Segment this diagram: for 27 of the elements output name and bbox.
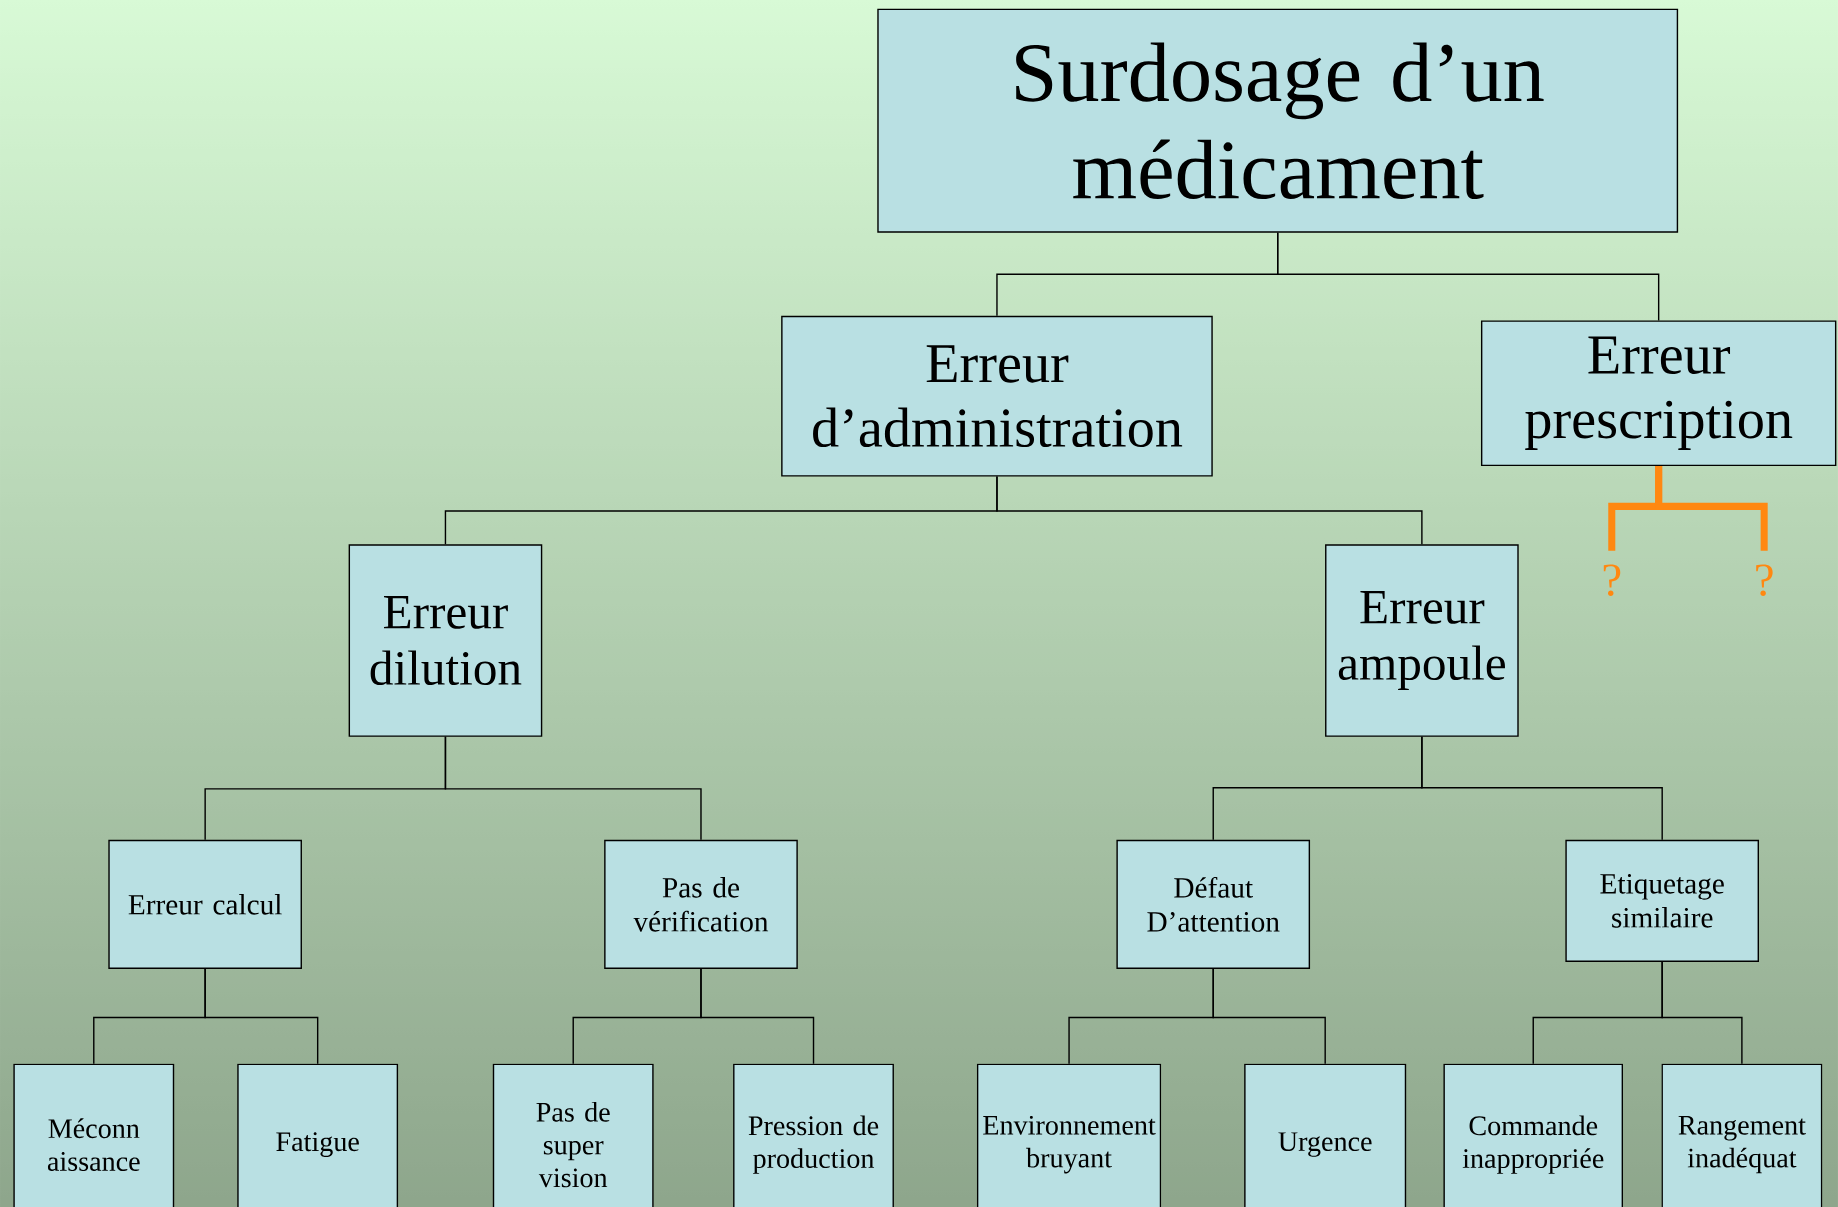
cause-box: Défaut D’attention bbox=[1116, 839, 1311, 969]
cause-box: Fatigue bbox=[237, 1063, 399, 1207]
cause-box: Méconn aissance bbox=[13, 1063, 175, 1207]
cause-box: Rangement inadéquat bbox=[1661, 1063, 1823, 1207]
question-mark: ? bbox=[1756, 564, 1773, 596]
cause-box: Erreur calcul bbox=[108, 839, 302, 969]
connector-line bbox=[204, 968, 319, 1065]
cause-box: Pas de super vision bbox=[492, 1063, 654, 1207]
cause-box: Etiquetage similaire bbox=[1565, 839, 1759, 962]
question-mark: ? bbox=[1603, 564, 1621, 596]
cause-box: Erreur dilution bbox=[348, 544, 543, 737]
connector-line bbox=[444, 735, 702, 841]
cause-box: Erreur ampoule bbox=[1325, 544, 1519, 737]
connector-line bbox=[996, 475, 1423, 545]
cause-box: Environnement bruyant bbox=[976, 1063, 1162, 1207]
connector-line bbox=[1661, 961, 1743, 1065]
cause-box: Erreur d’administration bbox=[781, 315, 1213, 477]
connector-line bbox=[1421, 735, 1663, 841]
cause-box: Urgence bbox=[1244, 1063, 1407, 1207]
connector-line bbox=[1277, 231, 1660, 321]
cause-box: Commande inappropriée bbox=[1443, 1063, 1624, 1207]
cause-box: Surdosage d’un médicament bbox=[877, 8, 1679, 233]
connector-line bbox=[700, 968, 815, 1065]
cause-box: Erreur prescription bbox=[1480, 320, 1837, 466]
cause-box: Pression de production bbox=[733, 1063, 894, 1207]
cause-box: Pas de vérification bbox=[604, 839, 798, 969]
connector-line bbox=[1212, 968, 1326, 1065]
